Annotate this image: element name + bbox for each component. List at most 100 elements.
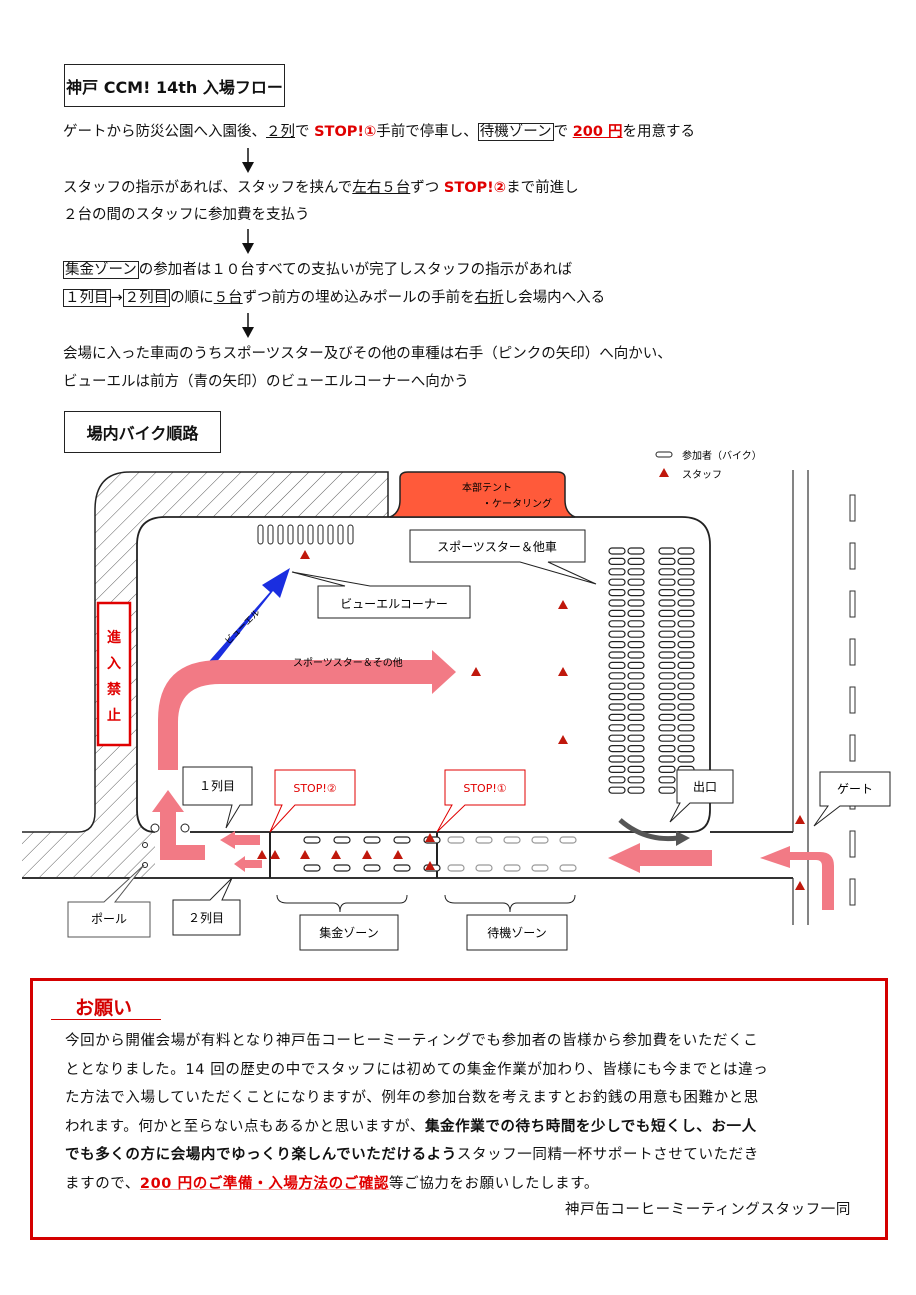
bike-icon <box>677 661 695 670</box>
bike-icon <box>658 703 676 711</box>
bike-icon <box>677 672 695 680</box>
bike-icon <box>627 692 645 701</box>
bike-icon <box>627 672 645 680</box>
bike-icon <box>608 713 626 722</box>
sportster-route-arrow <box>158 650 456 770</box>
lane-dash <box>849 542 856 570</box>
bike-icon <box>447 836 465 844</box>
staff-icon <box>300 850 310 859</box>
notice-line: でも多くの方に会場内でゆっくり楽しんでいただけるようスタッフ一同精一杯サポートさ… <box>65 1143 759 1164</box>
text: まで前進し <box>506 180 579 196</box>
bike-icon <box>627 713 645 722</box>
bike-icon <box>608 682 626 690</box>
boxed-term: 集金ゾーン <box>63 261 139 279</box>
bike-icon <box>627 734 645 742</box>
boxed-term: ２列目 <box>122 289 171 307</box>
bike-icon <box>627 630 645 638</box>
notice-line: ととなりました。14 回の歴史の中でスタッフには初めての集金作業が加わり、皆様に… <box>65 1058 768 1079</box>
sportster-arrow-label: スポーツスター＆その他 <box>293 656 403 669</box>
callout-text: ゲート <box>837 782 873 796</box>
notice-text: 今回から開催会場が有料となり神戸缶コーヒーミーティングでも参加者の皆様から参加費… <box>65 1033 759 1049</box>
bike-icon <box>658 620 676 628</box>
text: の参加者は１０台すべての支払いが完了しスタッフの指示があれば <box>138 262 573 278</box>
bike-icon <box>677 682 695 690</box>
bike-icon <box>317 524 324 545</box>
notice-text: た方法で入場していただくことになりますが、例年の参加台数を考えますとお釣銭の用意… <box>65 1090 759 1106</box>
callout-stop1: STOP!① <box>436 769 526 833</box>
down-arrow-icon <box>242 313 254 338</box>
bike-icon <box>475 836 493 844</box>
bike-icon <box>627 588 645 597</box>
bike-icon <box>627 640 645 649</box>
bike-icon <box>608 651 626 659</box>
staff-icon <box>331 850 341 859</box>
bike-icon <box>608 620 626 628</box>
bike-icon <box>608 588 626 597</box>
stop-label: STOP!① <box>314 124 377 140</box>
bike-icon <box>627 547 645 555</box>
notice-title: お願い <box>75 997 133 1019</box>
legend-staff-label: スタッフ <box>682 469 722 481</box>
venue-map: 本部テント ・ケータリング ビューエル スポーツスター＆その他 進 入 <box>22 449 891 951</box>
bike-icon <box>475 864 493 872</box>
lane-dash <box>849 494 856 522</box>
bike-icon <box>608 755 626 763</box>
bike-icon <box>627 609 645 618</box>
staff-icon <box>270 850 280 859</box>
bike-icon <box>677 692 695 701</box>
callout-text: ２列目 <box>188 911 224 925</box>
bike-icon <box>627 703 645 711</box>
no-entry-char: 止 <box>107 707 121 724</box>
bike-icon <box>608 578 626 586</box>
flow-step-4-line2: ビューエルは前方（青の矢印）のビューエルコーナーへ向かう <box>63 374 469 390</box>
bike-icon <box>627 661 645 670</box>
exit-arrow <box>618 818 679 842</box>
lane-dash <box>849 638 856 666</box>
callout-stop2: STOP!② <box>269 769 356 833</box>
zone-brace <box>444 894 576 913</box>
bike-icon <box>677 755 695 763</box>
bike-icon <box>677 578 695 586</box>
bike-icon <box>627 682 645 690</box>
bike-icon <box>363 864 381 872</box>
no-entry-char: 入 <box>107 656 121 672</box>
bike-icon <box>677 547 695 555</box>
bike-icon <box>608 609 626 618</box>
bike-icon <box>677 609 695 618</box>
notice-box: お願い 今回から開催会場が有料となり神戸缶コーヒーミーティングでも参加者の皆様か… <box>30 978 888 1240</box>
bike-icon <box>277 524 284 545</box>
boundary <box>22 471 389 833</box>
bike-icon <box>503 864 521 872</box>
bike-icon <box>627 651 645 659</box>
bike-icon <box>658 776 676 784</box>
tent-label: 本部テント <box>462 481 512 494</box>
boxed-term: 待機ゾーン <box>477 123 554 141</box>
bike-icon <box>608 599 626 607</box>
bike-icon <box>658 661 676 670</box>
bike-icon <box>627 557 645 566</box>
boxed-term: １列目 <box>63 289 111 307</box>
pole-icon <box>150 823 160 833</box>
zone-brace <box>276 894 408 913</box>
notice-text: 等ご協力をお願いしたします。 <box>389 1175 599 1192</box>
entry-turn-arrow <box>152 790 205 860</box>
notice-line: ますので、200 円のご準備・入場方法のご確認等ご協力をお願いしたします。 <box>65 1172 599 1193</box>
wait-zone-label: 待機ゾーン <box>487 925 546 940</box>
bike-icon <box>307 524 314 545</box>
staff-icon <box>257 850 267 859</box>
callout-buell-corner: ビューエルコーナー <box>291 571 471 619</box>
notice-text: 200 円のご準備・入場方法のご確認 <box>139 1175 390 1192</box>
bike-icon <box>677 703 695 711</box>
bike-icon <box>658 724 676 732</box>
gate-turn-arrow <box>760 846 834 910</box>
buell-arrow-label: ビューエル <box>223 607 263 647</box>
bike-icon <box>503 836 521 844</box>
callout-row2: ２列目 <box>172 877 241 936</box>
text: スタッフの指示があれば、スタッフを挟んで <box>63 180 353 196</box>
buell-route-arrow <box>190 568 290 688</box>
bike-icon <box>677 651 695 659</box>
bike-icon <box>677 557 695 566</box>
bike-icon <box>287 524 294 545</box>
no-entry-char: 進 <box>107 630 121 646</box>
